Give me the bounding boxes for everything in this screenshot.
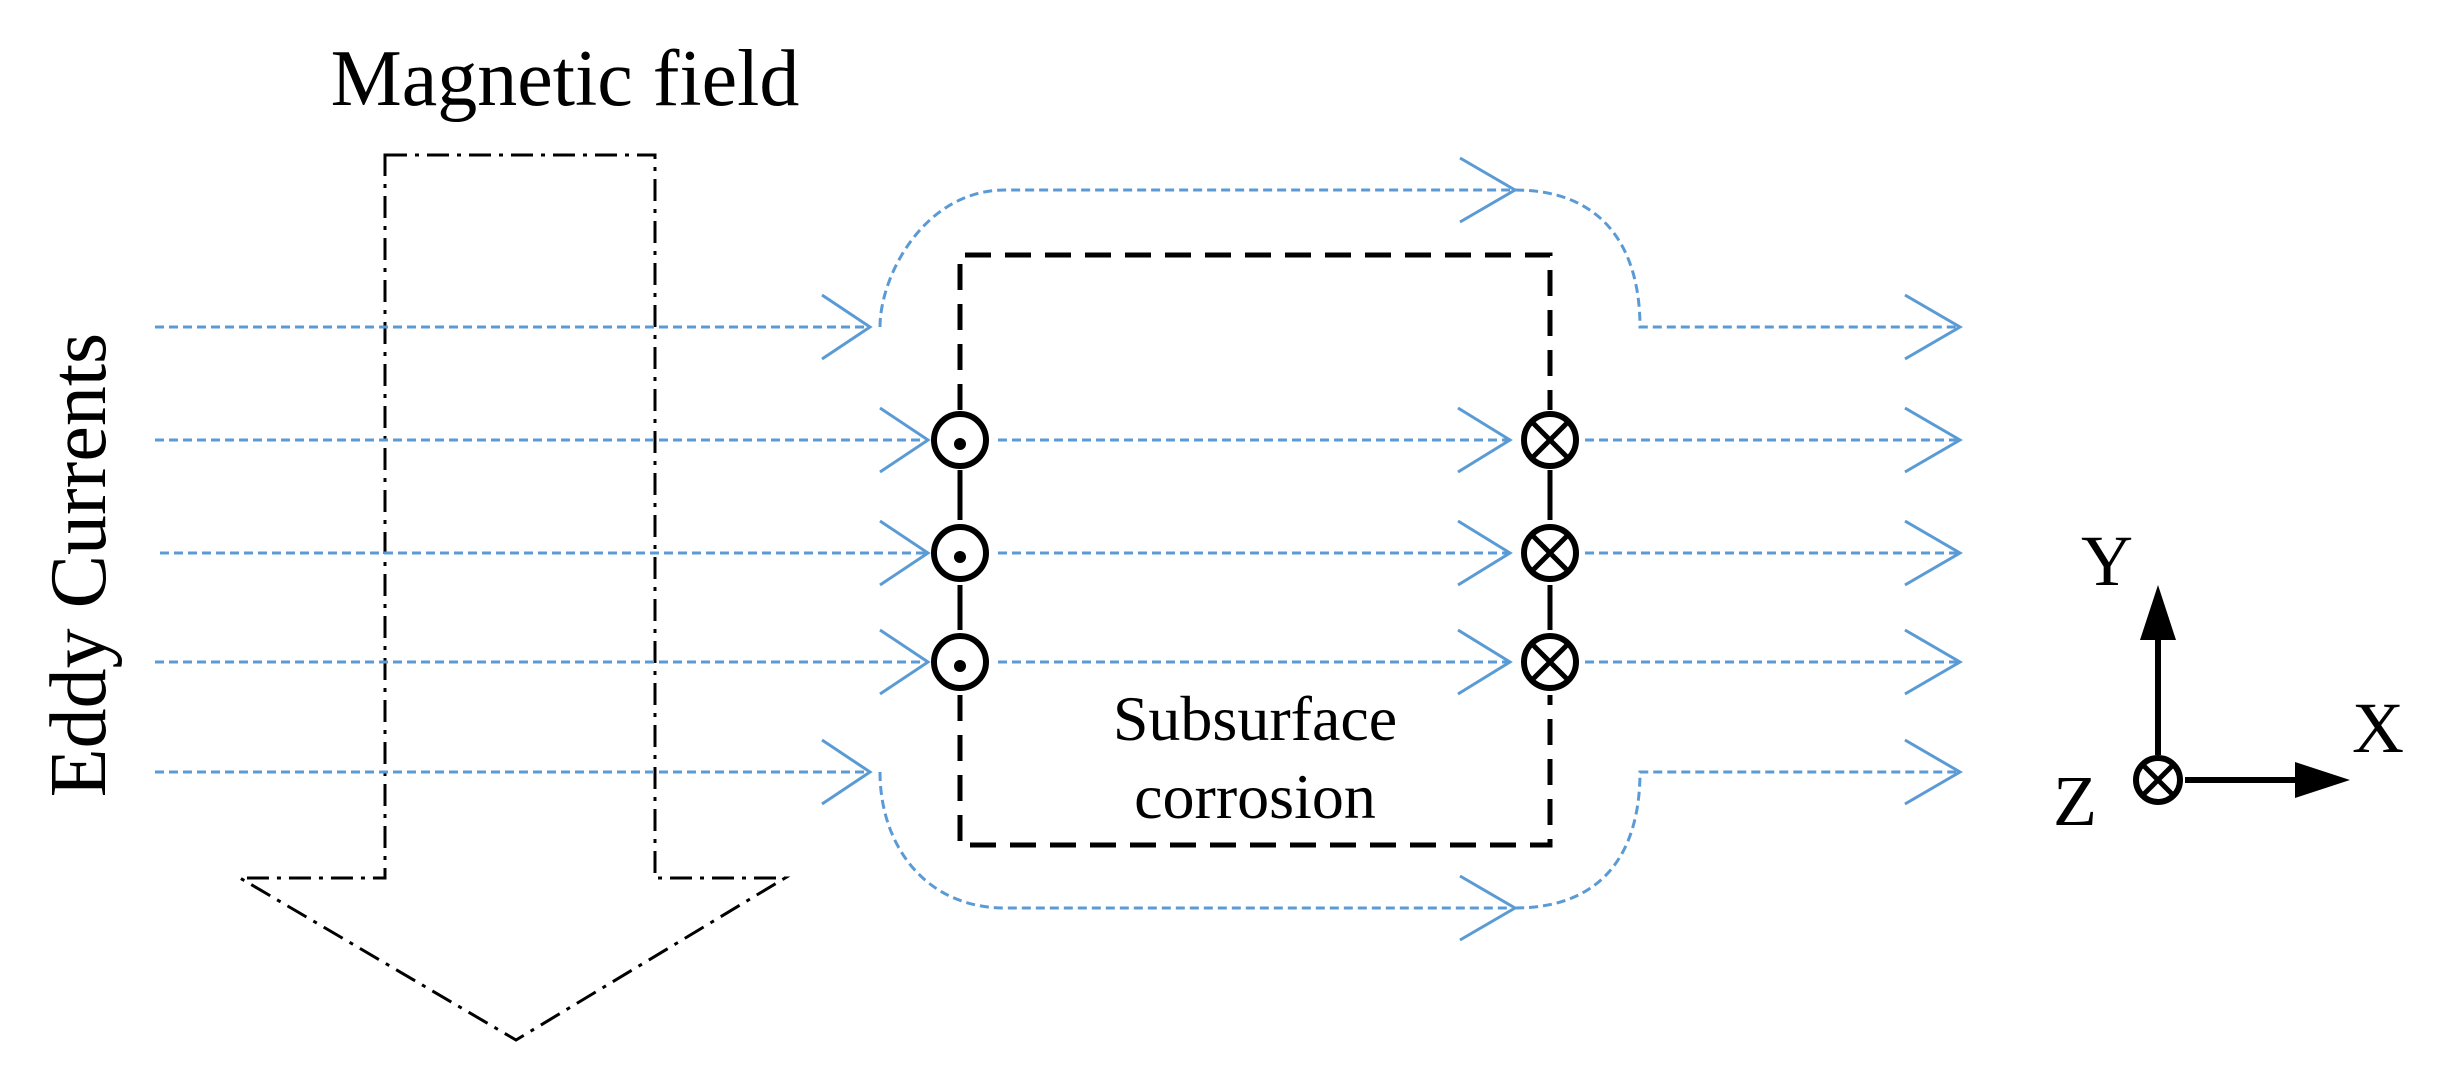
corrosion-boundary-top — [957, 252, 1553, 410]
axis-y-label: Y — [2081, 521, 2133, 601]
subsurface-corrosion-label: Subsurface — [1113, 683, 1397, 754]
eddy-current-line-3 — [155, 628, 1963, 696]
corrosion-boundary-bottom — [957, 695, 1553, 848]
axis-x-label: X — [2352, 688, 2404, 768]
z-axis-symbol — [2133, 755, 2183, 805]
eddy-current-line-top — [155, 156, 1963, 361]
magnetic-field-arrow — [234, 153, 791, 1042]
into-page-symbol — [1521, 633, 1579, 691]
magnetic-field-label: Magnetic field — [331, 35, 800, 123]
eddy-current-line-1 — [155, 406, 1963, 474]
out-of-page-symbol — [931, 411, 989, 469]
into-page-symbol — [1521, 411, 1579, 469]
into-page-symbol — [1521, 524, 1579, 582]
subsurface-corrosion-label-line2: corrosion — [1134, 761, 1376, 832]
out-of-page-symbol — [931, 524, 989, 582]
out-of-page-symbol — [931, 633, 989, 691]
eddy-current-line-bottom — [155, 738, 1963, 942]
eddy-currents-label: Eddy Currents — [35, 333, 123, 797]
eddy-current-line-2 — [160, 519, 1963, 587]
axis-z-label: Z — [2053, 761, 2097, 841]
coordinate-axes — [2133, 585, 2350, 805]
